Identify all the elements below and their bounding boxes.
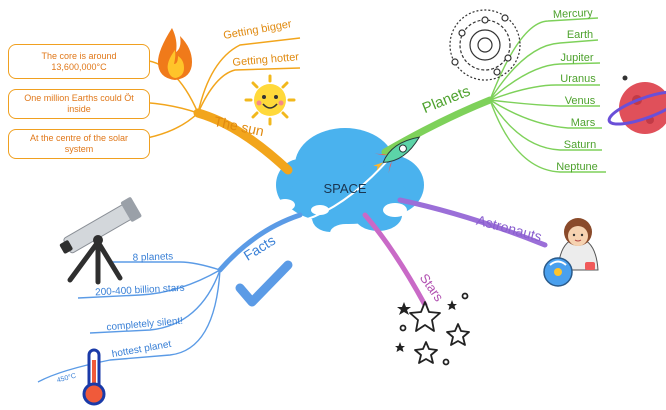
sun-note-solar-centre: At the centre of the solar system [8,129,150,159]
planet-item-earth: Earth [567,29,593,41]
telescope-icon [59,197,142,285]
stars-branch [362,212,428,308]
astronaut-icon [543,218,599,287]
center-title: SPACE [323,181,366,196]
planet-item-saturn: Saturn [564,139,596,151]
checkmark-icon [235,260,293,307]
flame-icon [158,28,192,80]
planet-item-uranus: Uranus [560,73,596,85]
facts-branch [37,212,303,383]
rocket-icon [373,136,421,174]
fact-item-8-planets: 8 planets [132,251,173,263]
thermometer-icon [82,348,106,406]
astronauts-branch [397,197,548,248]
center-cloud [275,128,424,242]
sun-note-core-temperature: The core is around 13,600,000°C [8,44,150,79]
astronauts-branch-label: Astronauts [475,212,544,245]
smiling-sun-icon [244,74,296,126]
stars-cluster-icon [395,292,470,366]
sun-note-solar-centre-text: At the centre of the solar system [29,133,129,154]
planet-item-mercury: Mercury [553,7,594,21]
planet-item-venus: Venus [565,95,596,107]
sun-note-million-earths: One million Earths could Öt inside [8,89,150,119]
sun-note-million-earths-text: One million Earths could Öt inside [24,93,134,114]
ringed-planet-icon [607,75,666,134]
planet-list: Mercury Earth Jupiter Uranus Venus Mars … [553,7,598,173]
fact-item-billion-stars: 200-400 billion stars [95,283,185,299]
planet-item-mars: Mars [571,117,596,129]
sun-item-getting-hotter: Getting hotter [232,51,300,69]
solar-system-orbit-icon [449,9,521,81]
sun-note-core-temperature-text: The core is around 13,600,000°C [41,50,117,72]
planet-item-neptune: Neptune [556,161,598,173]
planet-item-jupiter: Jupiter [560,52,593,64]
sun-item-getting-bigger: Getting bigger [222,18,292,42]
